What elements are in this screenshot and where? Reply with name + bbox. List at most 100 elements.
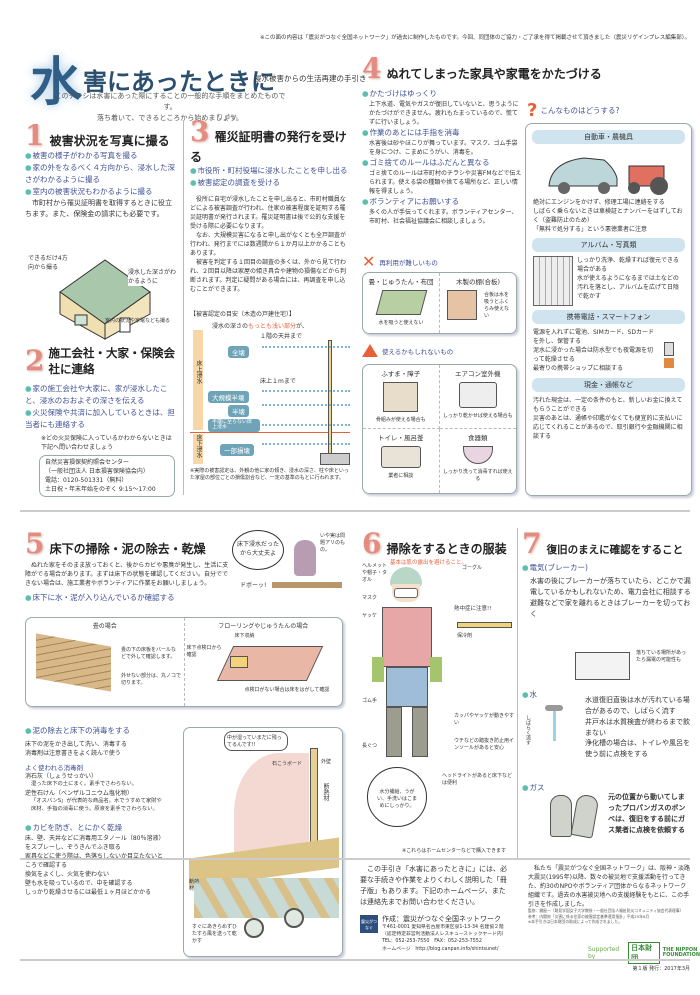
illustration-note: できるだけ4方向から撮る <box>28 255 68 271</box>
category-band: 現金・通帳など <box>532 378 685 392</box>
illustration-note: 室内の状況や家電なども撮る <box>105 318 171 324</box>
section-number: 6 <box>362 527 382 560</box>
illustration-note: 床下点検口から確認 <box>186 645 222 658</box>
section-number: 1 <box>25 119 45 152</box>
check-line: 水道復旧直後は水が汚れている場合があるので、しばらく流す <box>585 696 690 715</box>
faq-line: 電源を入れずに電池、SIMカード、SDカードを外し、保管する <box>533 329 654 345</box>
section-body: 被害を判定する１回目の調査の多くは、外から見て行われ、２回目以降は家屋の傾き具合… <box>190 259 347 293</box>
section-intro: ぬれた家をそのまま放っておくと、後からカビや悪臭が発生し、生活に支障がでる場合が… <box>25 562 229 587</box>
check-line: 水害の後にブレーカーが落ちていたら、どこかで漏電しているかもしれないため、電力会… <box>530 577 691 596</box>
faq-line: 災害のあとは、通帳や印鑑がなくても便宜的に支払いに応じてくれることがあるので、取… <box>533 415 683 440</box>
disinfectant-subheading: よく使われる消毒剤 <box>25 764 84 772</box>
booklet-notice: この手引き「水害にあったときに」には、必要な手続きや作業をよりくわしく説明した「… <box>360 865 507 906</box>
illustration-note: 断熱材 <box>321 783 329 801</box>
outfit-label: ヘルメットや帽子・タオル <box>362 563 388 583</box>
house-wall <box>328 340 332 455</box>
section-subtitle: 基本は肌の露出を避けること。 <box>390 560 468 566</box>
illustration-note: 外壁 <box>321 759 332 765</box>
footer-bottom-divider <box>20 959 690 961</box>
level-tag: 半壊 <box>228 405 249 417</box>
horizontal-divider <box>20 510 690 512</box>
speech-bubble: 床下浸水だったから大丈夫よ <box>232 530 284 570</box>
shirt <box>382 607 432 667</box>
section-title: 施工会社・大家・保険会社に連絡 <box>48 346 175 376</box>
bullet-heading: 火災保険や共済に加入しているときは、担当者にも連絡する <box>25 407 175 431</box>
head-towel <box>390 567 422 587</box>
section-title: 被害状況を写真に撮る <box>49 134 170 148</box>
hydration-note: 水分補給、うがい、手洗いはこまめにしっかり。 <box>367 767 427 827</box>
car-tractor-illustration <box>547 157 668 195</box>
bullet-heading: 水 <box>522 690 537 699</box>
water-lines: 水道復旧直後は水が汚れている場合があるので、しばらく流す 井戸水は水質検査が終わ… <box>585 695 690 760</box>
dry-line: 壁も水を吸っているので、中を確認する <box>25 879 133 887</box>
item-note: 業者に相談 <box>388 473 414 479</box>
mud-line: 床下の泥をかき出して洗い、消毒する <box>25 741 127 748</box>
illustration-note: 浸水した深さがわかるように <box>128 268 177 286</box>
sound-effect: ドボーッ! <box>240 582 267 589</box>
check-line: 浄化槽の場合は、トイレや風呂を使う前に点検をする <box>585 739 690 759</box>
column-label: 畳の場合 <box>92 623 117 630</box>
tatami-illustration <box>375 290 427 315</box>
mud-line: 消毒剤は注意書きをよく読んで使う <box>25 750 121 757</box>
outfit-label: マスク <box>362 595 378 601</box>
section-1: 1 被害状況を写真に撮る 被害の様子がわかる写真を撮る 家の外をなるべく４方向か… <box>25 122 177 220</box>
outfit-label: ヤッケ <box>362 613 378 619</box>
lower-flood-label: 床下浸水 <box>193 434 203 464</box>
item-label: ふすま・障子 <box>381 370 421 378</box>
hard-reuse-label: 再利用が難しいもの <box>379 258 438 267</box>
outfit-label: カッパやヤッケが動きやすい <box>454 713 515 726</box>
aside-note: いや実は問題アリのもの。 <box>320 533 346 553</box>
section-body: なお、大規模災害になると申し出がなくとも全戸調査が行われ、発行までには数週間から… <box>190 232 347 257</box>
title-subtitle: 浸水被害からの生活再建の手引き <box>254 74 367 83</box>
outfit-label: ゴム手 <box>362 698 378 704</box>
contact-phone[interactable]: 電話：0120-501331（無料） <box>45 477 128 484</box>
mask <box>394 588 418 598</box>
phone-illustration <box>662 328 684 374</box>
maybe-usable-box: ふすま・障子骨組みが使える場合も エアコン室外機しっかり乾かせば使える場合も ト… <box>362 364 517 494</box>
agent-desc: 「オスバンS」が代表的な商品名。水でうすめて家財や床材、手指の消毒に使う。原液を… <box>31 797 162 812</box>
page-title: 水 害にあったときに 浸水被害からの生活再建の手引き <box>28 40 367 113</box>
section-7: 7 復旧のまえに確認をすること 電気(ブレーカー) 水害の後にブレーカーが落ちて… <box>522 530 692 619</box>
section-title: ぬれてしまった家具や家電をかたづける <box>386 67 602 81</box>
org-address: 〒461-0001 愛知県名古屋市東区泉1-13-34 名建協２階 <box>382 925 504 930</box>
homepage-link[interactable]: ホームページ http://blog.canpan.info/shintsune… <box>382 946 499 952</box>
item-note: しっかり乾かせば使える場合も <box>442 413 513 419</box>
item-note: 骨組みが使える場合も <box>375 417 426 423</box>
contact-box: 自然災害損保契約照会センター （一般社団法人 日本損害保険協会内） 電話：012… <box>39 455 175 497</box>
illustration-note: 落ちている場所があったら漏電の可能性も <box>636 650 687 663</box>
section-number: 2 <box>25 344 45 377</box>
fan-icon <box>244 918 264 938</box>
column-label: フローリングやじゅうたんの場合 <box>218 623 309 630</box>
glove-left <box>372 657 384 682</box>
shelf-illustration <box>447 290 477 320</box>
section-4-items: かたづけはゆっくり 上下水道、電気やガスが復旧していないと、思うようにかたづけが… <box>362 88 522 226</box>
diagram-lead-highlight: もっとも浅い部分 <box>248 323 297 330</box>
section-5: 5 床下の掃除・泥の除去・乾燥 ぬれた家をそのまま放っておくと、後からカビや悪臭… <box>25 530 230 604</box>
bullet-heading: 被害の様子がわかる写真を撮る <box>25 150 177 162</box>
boot-right <box>412 707 428 757</box>
item-label: 畳・じゅうたん・布団 <box>368 278 434 286</box>
outfit-label: ヘッドライトがあると床下などは便利 <box>442 773 513 786</box>
fusuma-illustration <box>383 382 419 412</box>
item-body: ゴミ捨てのルールは市町村のチラシや災害FMなどで伝えられます。使える袋の種類や捨… <box>369 170 522 195</box>
title-big-char: 水 <box>30 53 83 113</box>
bullet-heading: 被害認定の調査を受ける <box>190 177 348 189</box>
storage-hatch <box>229 656 248 668</box>
question-mark-icon: ? <box>527 100 538 121</box>
org-name: 作成：震災がつなぐ全国ネットワーク <box>382 915 501 923</box>
album-illustration <box>533 256 573 306</box>
breaker-panel-illustration <box>575 652 630 680</box>
bullet-heading: 電気(ブレーカー) <box>522 562 692 574</box>
boot-left <box>386 707 402 757</box>
bullet-heading: かたづけはゆっくり <box>362 88 522 100</box>
house-foundation <box>320 453 350 465</box>
house-photo-illustration <box>59 259 151 340</box>
category-band: 自動車・農機具 <box>532 130 685 144</box>
level-tag: 一部損壊 <box>220 444 254 456</box>
underfloor-check-box: 畳の場合 畳の下の床板をバールなどで外して確認します。 外せない部分は、丸ノコで… <box>25 617 343 707</box>
illustration-note: 中が湿っていまだに残ってるんです!! <box>224 731 288 751</box>
section-number: 5 <box>25 527 45 560</box>
level-tag: 全壊 <box>228 346 249 358</box>
foundation-en: THE NIPPON FOUNDATION <box>662 946 700 958</box>
section-title: 掃除をするときの服装 <box>386 542 507 556</box>
